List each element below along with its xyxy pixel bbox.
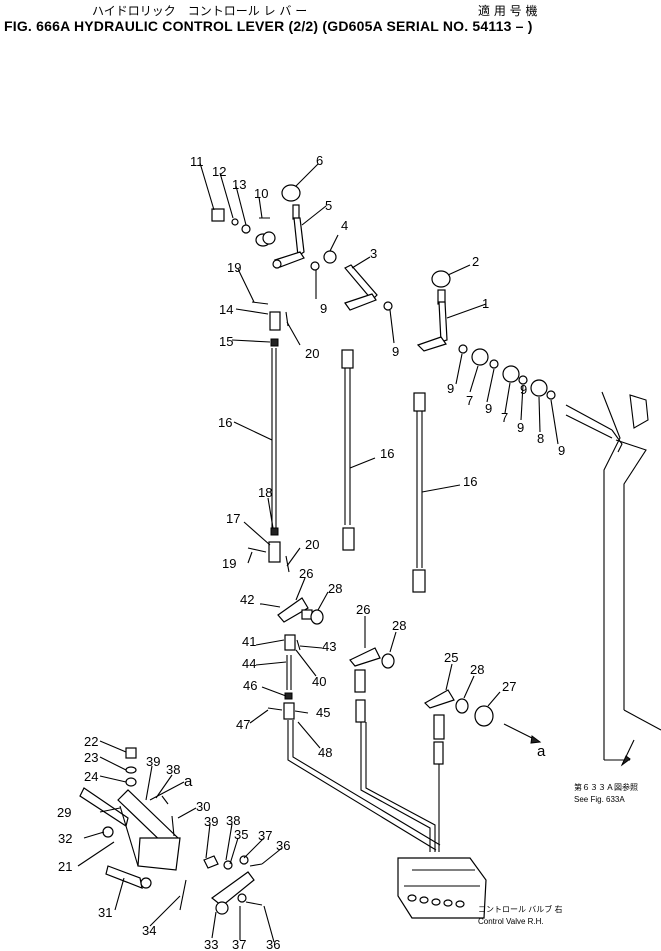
callout-25: 25 bbox=[444, 650, 458, 665]
callout-20b: 20 bbox=[305, 537, 319, 552]
header-title-jp: ハイドロリック コントロール レ バ ー bbox=[92, 4, 308, 18]
leader-lines bbox=[77, 162, 559, 943]
callout-9f: 9 bbox=[558, 443, 565, 458]
lever-assembly-right bbox=[412, 270, 556, 852]
callout-31: 31 bbox=[98, 905, 112, 920]
callout-19b: 19 bbox=[222, 556, 236, 571]
see-fig-note-jp: 第６３３Ａ図参照 bbox=[574, 782, 638, 792]
callout-9e: 9 bbox=[517, 420, 524, 435]
callout-9a: 9 bbox=[320, 301, 327, 316]
callout-28c: 28 bbox=[470, 662, 484, 677]
callout-9c: 9 bbox=[447, 381, 454, 396]
see-fig-note-en: See Fig. 633A bbox=[574, 795, 625, 804]
control-valve bbox=[397, 857, 487, 919]
callout-33: 33 bbox=[204, 937, 218, 951]
callout-15: 15 bbox=[219, 334, 233, 349]
callout-39b: 39 bbox=[204, 814, 218, 829]
callout-19a: 19 bbox=[227, 260, 241, 275]
callout-41: 41 bbox=[242, 634, 256, 649]
callout-34: 34 bbox=[142, 923, 156, 938]
callout-42: 42 bbox=[240, 592, 254, 607]
callout-1: 1 bbox=[482, 296, 489, 311]
callout-22: 22 bbox=[84, 734, 98, 749]
callout-40: 40 bbox=[312, 674, 326, 689]
callout-11: 11 bbox=[190, 154, 204, 169]
callout-20a: 20 bbox=[305, 346, 319, 361]
header-serial-label-jp: 適 用 号 機 bbox=[478, 4, 538, 18]
callout-48: 48 bbox=[318, 745, 332, 760]
callout-26b: 26 bbox=[356, 602, 370, 617]
callout-32: 32 bbox=[58, 831, 72, 846]
callout-46: 46 bbox=[243, 678, 257, 693]
callout-29: 29 bbox=[57, 805, 71, 820]
callout-44: 44 bbox=[242, 656, 256, 671]
callout-12: 12 bbox=[212, 164, 226, 179]
callout-23: 23 bbox=[84, 750, 98, 765]
lever-assembly-center bbox=[323, 250, 436, 852]
callout-10: 10 bbox=[254, 186, 268, 201]
callout-14: 14 bbox=[219, 302, 233, 317]
callout-7a: 7 bbox=[466, 393, 473, 408]
callout-45: 45 bbox=[316, 705, 330, 720]
callout-37a: 37 bbox=[258, 828, 272, 843]
callout-2: 2 bbox=[472, 254, 479, 269]
lever-frame-right bbox=[565, 391, 661, 767]
control-valve-label-jp: コントロール バルブ 右 bbox=[478, 904, 562, 914]
callout-28b: 28 bbox=[392, 618, 406, 633]
callout-43: 43 bbox=[322, 639, 336, 654]
callout-numbers: 1 2 3 4 5 6 7 7 8 9 9 9 9 9 9 9 10 11 12… bbox=[57, 153, 565, 951]
notes: 第６３３Ａ図参照 See Fig. 633A コントロール バルブ 右 Cont… bbox=[478, 782, 638, 926]
callout-13: 13 bbox=[232, 177, 246, 192]
callout-7b: 7 bbox=[501, 410, 508, 425]
callout-27: 27 bbox=[502, 679, 516, 694]
callout-6: 6 bbox=[316, 153, 323, 168]
callout-39a: 39 bbox=[146, 754, 160, 769]
callout-30: 30 bbox=[196, 799, 210, 814]
callout-18: 18 bbox=[258, 485, 272, 500]
callout-47: 47 bbox=[236, 717, 250, 732]
lever-assembly-left bbox=[211, 184, 441, 851]
callout-38a: 38 bbox=[166, 762, 180, 777]
callout-36b: 36 bbox=[266, 937, 280, 951]
callout-16b: 16 bbox=[380, 446, 394, 461]
callout-3: 3 bbox=[370, 246, 377, 261]
callout-37b: 37 bbox=[232, 937, 246, 951]
callout-16c: 16 bbox=[463, 474, 477, 489]
callout-36a: 36 bbox=[276, 838, 290, 853]
callout-21: 21 bbox=[58, 859, 72, 874]
callout-35: 35 bbox=[234, 827, 248, 842]
callout-9d: 9 bbox=[485, 401, 492, 416]
callout-9b: 9 bbox=[392, 344, 399, 359]
ref-a-right: a bbox=[537, 743, 546, 760]
callout-8: 8 bbox=[537, 431, 544, 446]
control-valve-label-en: Control Valve R.H. bbox=[478, 917, 544, 926]
callout-4: 4 bbox=[341, 218, 348, 233]
callout-24: 24 bbox=[84, 769, 98, 784]
callout-9g: 9 bbox=[520, 382, 527, 397]
header-title-en: FIG. 666A HYDRAULIC CONTROL LEVER (2/2) … bbox=[4, 18, 533, 34]
callout-17: 17 bbox=[226, 511, 240, 526]
callout-28a: 28 bbox=[328, 581, 342, 596]
linkage-bottom-left bbox=[79, 747, 263, 915]
ref-a-left: a bbox=[184, 773, 193, 790]
callout-38b: 38 bbox=[226, 813, 240, 828]
callout-16a: 16 bbox=[218, 415, 232, 430]
callout-26a: 26 bbox=[299, 566, 313, 581]
callout-5: 5 bbox=[325, 198, 332, 213]
